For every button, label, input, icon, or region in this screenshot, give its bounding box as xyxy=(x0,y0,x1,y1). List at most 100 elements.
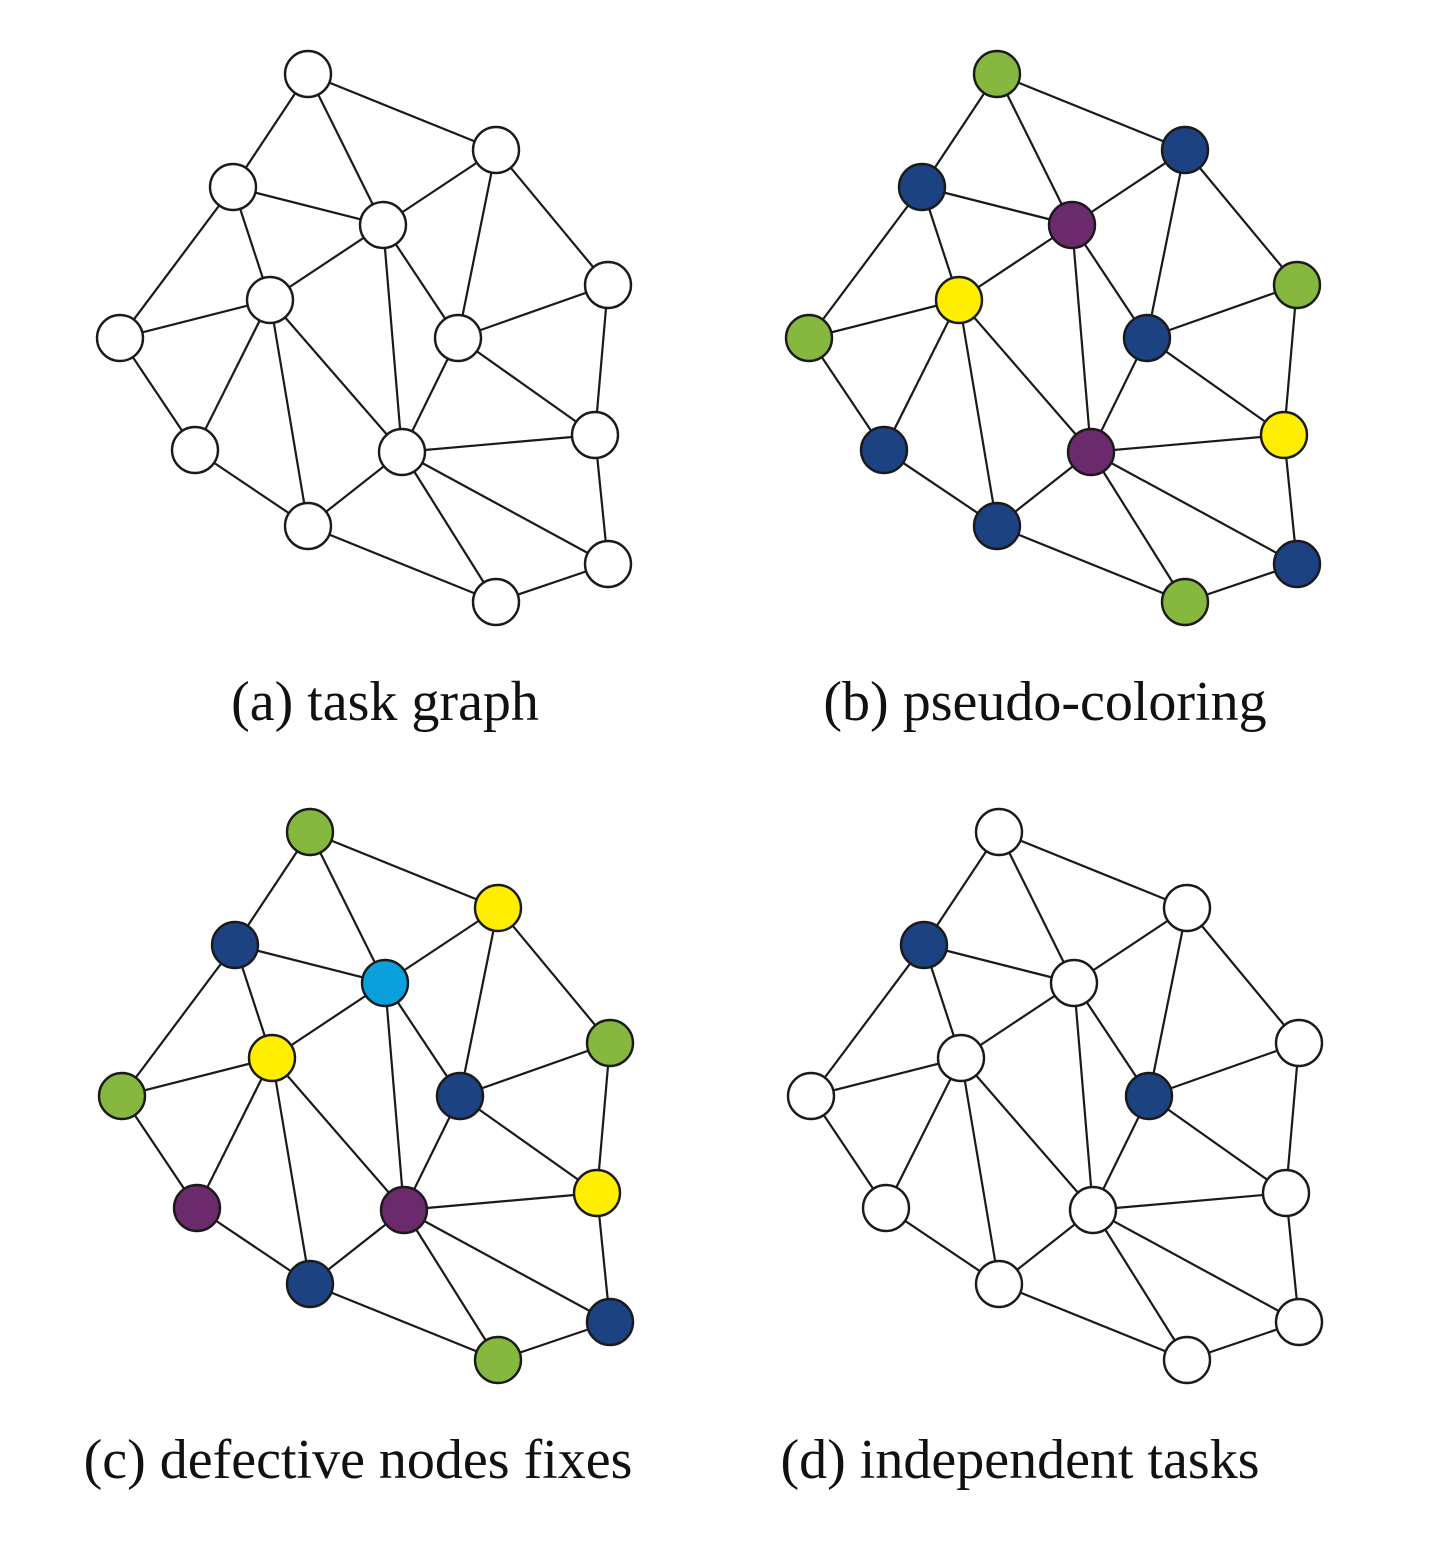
graph-node xyxy=(936,1033,986,1083)
graph-edge xyxy=(1284,1042,1301,1194)
graph-node xyxy=(1259,410,1309,460)
graph-node xyxy=(784,313,834,363)
graph-edge xyxy=(495,149,609,286)
graph-edge xyxy=(457,283,609,340)
graph-edge xyxy=(998,830,1188,910)
graph-node xyxy=(360,958,410,1008)
graph-edge xyxy=(1090,451,1298,565)
graph-node xyxy=(897,162,947,212)
graph-edge xyxy=(996,524,1186,604)
graph-node xyxy=(972,49,1022,99)
graph-node xyxy=(583,539,633,589)
graph-node xyxy=(210,920,260,970)
graph-edge xyxy=(808,298,960,340)
graph-node xyxy=(473,1335,523,1385)
graph-edge xyxy=(401,433,596,454)
graph-edge xyxy=(268,299,310,527)
graph-edge xyxy=(269,299,403,453)
graph-node xyxy=(377,427,427,477)
graph-edge xyxy=(401,451,609,565)
graph-node xyxy=(1274,1297,1324,1347)
caption-b: (b) pseudo-coloring xyxy=(823,671,1266,733)
graph-edge xyxy=(810,1056,962,1098)
graph-edge xyxy=(383,982,406,1211)
graph-edge xyxy=(497,907,611,1044)
graph-node xyxy=(861,1183,911,1233)
graph-edge xyxy=(403,1209,611,1323)
graph-node xyxy=(1124,1071,1174,1121)
graph-edge xyxy=(309,830,499,910)
graph-edge xyxy=(996,72,1186,152)
graph-node xyxy=(379,1185,429,1235)
graph-edge xyxy=(1090,451,1186,603)
graph-node xyxy=(285,807,335,857)
graph-edge xyxy=(1145,149,1187,339)
graph-edge xyxy=(1072,982,1095,1211)
graph-edge xyxy=(960,1057,1094,1211)
panel-b-pseudo-coloring xyxy=(784,49,1322,627)
graph-edge xyxy=(959,1057,1001,1285)
graph-edge xyxy=(885,1057,962,1209)
graph-node xyxy=(1049,958,1099,1008)
graph-edge xyxy=(1070,224,1093,453)
graph-edge xyxy=(1092,1191,1287,1212)
graph-edge xyxy=(1148,1041,1300,1098)
graph-edge xyxy=(194,299,271,451)
graph-edge xyxy=(307,524,497,604)
graph-edge xyxy=(1092,1209,1300,1323)
graph-edge xyxy=(196,1057,273,1209)
graph-edge xyxy=(1146,337,1285,436)
graph-node xyxy=(1274,1018,1324,1068)
graph-node xyxy=(1261,1168,1311,1218)
graph-edge xyxy=(883,299,960,451)
panel-c-defective-nodes-fixes xyxy=(97,807,635,1385)
graph-node xyxy=(1162,883,1212,933)
graph-node xyxy=(786,1071,836,1121)
graph-node xyxy=(583,260,633,310)
graph-edge xyxy=(456,149,498,339)
graph-node xyxy=(358,200,408,250)
graph-edge xyxy=(1184,149,1298,286)
graph-node xyxy=(1162,1335,1212,1385)
graph-edge xyxy=(234,943,386,985)
graph-edge xyxy=(1186,907,1300,1044)
graph-node xyxy=(283,49,333,99)
panel-d-independent-tasks xyxy=(786,807,1324,1385)
graph-edge xyxy=(459,1041,611,1098)
graph-edge xyxy=(958,299,1092,453)
graph-edge xyxy=(996,73,1073,226)
graph-node xyxy=(95,313,145,363)
graph-node xyxy=(1068,1185,1118,1235)
graph-node xyxy=(1160,577,1210,627)
graph-edge xyxy=(1147,907,1189,1097)
graph-edge xyxy=(957,299,999,527)
caption-d: (d) independent tasks xyxy=(781,1429,1260,1491)
graph-node xyxy=(97,1071,147,1121)
graph-edge xyxy=(1146,283,1298,340)
graph-edge xyxy=(307,72,497,152)
graph-node xyxy=(974,807,1024,857)
graph-node xyxy=(285,1259,335,1309)
caption-c: (c) defective nodes fixes xyxy=(84,1429,633,1491)
graph-edge xyxy=(1148,1095,1287,1194)
graph-edge xyxy=(998,1282,1188,1362)
graph-edge xyxy=(1092,1209,1188,1361)
graph-edge xyxy=(595,1042,612,1194)
graph-node xyxy=(1066,427,1116,477)
graph-edge xyxy=(119,298,271,340)
graph-edge xyxy=(808,186,923,339)
graph-edge xyxy=(121,1056,273,1098)
graph-edge xyxy=(458,907,500,1097)
graph-node xyxy=(934,275,984,325)
graph-node xyxy=(1122,313,1172,363)
caption-a: (a) task graph xyxy=(231,671,539,733)
graph-node xyxy=(1272,260,1322,310)
graph-edge xyxy=(998,831,1075,984)
graph-edge xyxy=(921,185,1073,227)
graph-node xyxy=(471,125,521,175)
graph-edge xyxy=(309,831,386,984)
graph-edge xyxy=(309,1282,499,1362)
graph-node xyxy=(247,1033,297,1083)
graph-edge xyxy=(593,284,610,436)
